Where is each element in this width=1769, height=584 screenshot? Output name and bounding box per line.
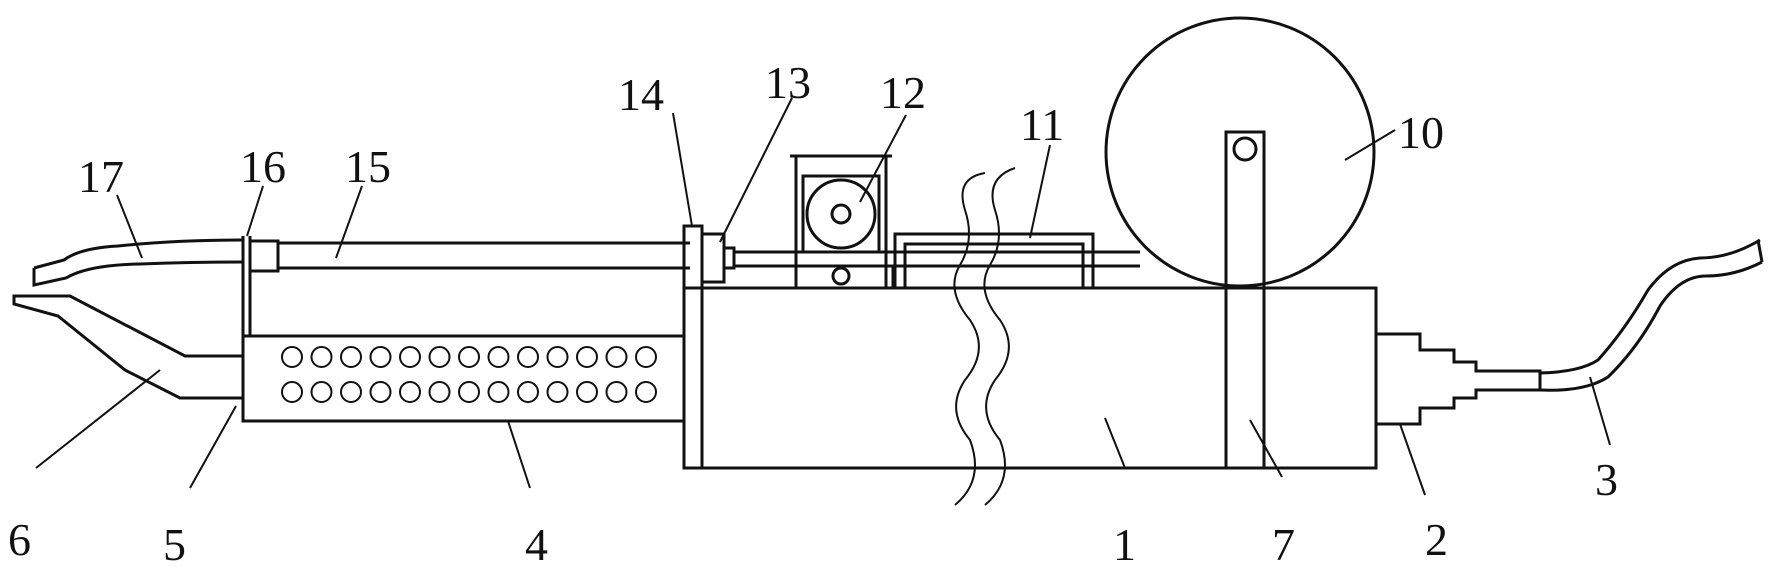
- vent-hole: [546, 346, 569, 368]
- vent-hole: [605, 381, 628, 403]
- vent-hole: [487, 346, 510, 368]
- label-1: 1: [1113, 519, 1136, 570]
- reel-disk: [1104, 16, 1376, 470]
- leader-lines: [35, 97, 1611, 496]
- vent-hole: [399, 346, 421, 368]
- label-7: 7: [1272, 519, 1295, 570]
- vent-hole: [428, 346, 451, 368]
- motor-housing: [790, 154, 892, 290]
- vent-hole: [576, 381, 598, 403]
- power-cable: [1539, 238, 1764, 392]
- break-line: [953, 172, 986, 506]
- vent-hole: [281, 346, 303, 368]
- break-line-2: [983, 167, 1016, 506]
- perforated-tube: [241, 334, 686, 423]
- vent-hole: [369, 346, 392, 368]
- label-4: 4: [525, 519, 548, 570]
- label-13: 13: [765, 57, 811, 108]
- vent-hole: [281, 381, 303, 403]
- vent-hole: [399, 381, 421, 403]
- vent-hole: [546, 381, 569, 403]
- vent-hole: [487, 381, 510, 403]
- nozzle: [12, 294, 243, 400]
- label-17: 17: [78, 151, 124, 202]
- callout-labels: 1 2 3 4 5 6 7 10 11 12 13 14 15 16 17: [8, 57, 1618, 570]
- label-11: 11: [1020, 99, 1064, 150]
- label-12: 12: [880, 67, 926, 118]
- vent-hole: [340, 381, 362, 403]
- label-15: 15: [345, 141, 391, 192]
- label-5: 5: [163, 519, 186, 570]
- label-16: 16: [240, 141, 286, 192]
- vent-hole: [310, 346, 333, 368]
- main-body: [682, 286, 1378, 470]
- label-6: 6: [8, 514, 31, 565]
- label-3: 3: [1595, 454, 1618, 505]
- label-2: 2: [1425, 514, 1448, 565]
- vent-hole: [576, 346, 598, 368]
- vent-hole: [310, 381, 333, 403]
- vent-hole: [369, 381, 392, 403]
- vent-hole: [340, 346, 362, 368]
- rear-connector: [1376, 332, 1542, 426]
- vent-hole: [635, 346, 657, 368]
- vent-hole: [428, 381, 451, 403]
- vent-hole: [517, 346, 539, 368]
- clamp-plate: [241, 236, 266, 421]
- vent-hole: [517, 381, 539, 403]
- vent-holes: [281, 346, 657, 403]
- label-10: 10: [1398, 107, 1444, 158]
- guide-rod: [248, 239, 690, 273]
- vent-hole: [458, 346, 480, 368]
- mounting-block: [682, 224, 736, 290]
- vent-hole: [458, 381, 480, 403]
- hose: [32, 238, 244, 287]
- vent-hole: [635, 381, 657, 403]
- label-14: 14: [618, 69, 664, 120]
- vent-hole: [605, 346, 628, 368]
